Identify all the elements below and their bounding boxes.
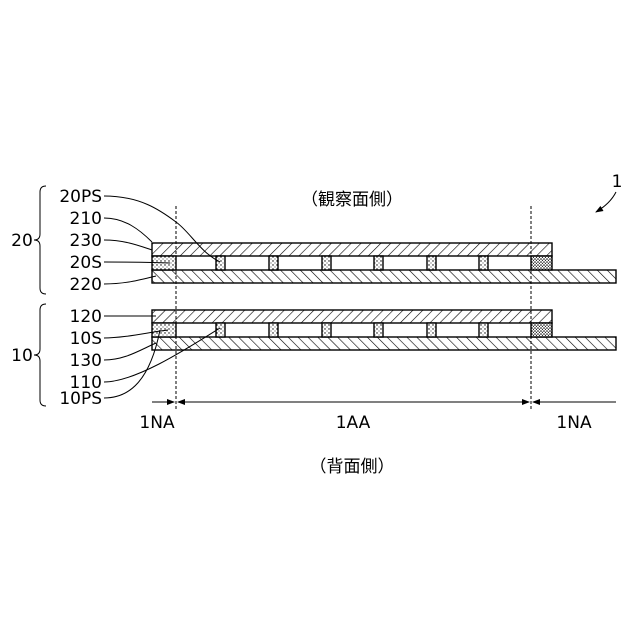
- label-220: 220: [70, 275, 102, 295]
- region-label-right-na: 1NA: [556, 413, 592, 433]
- leader-220: [104, 276, 156, 284]
- upper-spacer: [322, 256, 331, 270]
- lower-spacer: [269, 323, 278, 337]
- upper-seal-right: [531, 256, 552, 270]
- lower-spacer: [322, 323, 331, 337]
- region-label-aa: 1AA: [336, 413, 371, 433]
- lower-spacers: [216, 323, 488, 337]
- lower-seal-right: [531, 323, 552, 337]
- caption-back-side: （背面側）: [310, 457, 395, 477]
- lower-spacer: [427, 323, 436, 337]
- label-10PS: 10PS: [59, 389, 102, 409]
- label-20PS: 20PS: [59, 187, 102, 207]
- leader-210: [104, 218, 152, 242]
- upper-group-label: 20: [11, 231, 33, 251]
- lower-spacer: [374, 323, 383, 337]
- label-10S: 10S: [70, 329, 102, 349]
- figure-reference-arrow: [596, 192, 616, 212]
- upper-spacer: [374, 256, 383, 270]
- lower-spacer: [479, 323, 488, 337]
- figure-reference-label: 1: [612, 172, 623, 192]
- label-120: 120: [70, 307, 102, 327]
- leader-230: [104, 240, 152, 250]
- label-230: 230: [70, 231, 102, 251]
- upper-group-brace: [34, 186, 46, 294]
- upper-spacers: [216, 256, 488, 270]
- lower-group-label: 10: [11, 346, 33, 366]
- upper-layer-230: [152, 243, 552, 256]
- upper-spacer: [479, 256, 488, 270]
- leader-130: [104, 343, 156, 360]
- upper-spacer: [269, 256, 278, 270]
- lower-layer-110: [152, 337, 616, 350]
- upper-spacer: [216, 256, 225, 270]
- caption-observation-side: （観察面側）: [301, 190, 403, 210]
- region-label-left-na: 1NA: [139, 413, 175, 433]
- label-210: 210: [70, 209, 102, 229]
- label-20S: 20S: [70, 253, 102, 273]
- upper-layer-220: [152, 270, 616, 283]
- label-130: 130: [70, 351, 102, 371]
- upper-spacer: [427, 256, 436, 270]
- lower-group-brace: [34, 304, 46, 406]
- leader-20S: [104, 262, 170, 263]
- lower-layer-120: [152, 310, 552, 323]
